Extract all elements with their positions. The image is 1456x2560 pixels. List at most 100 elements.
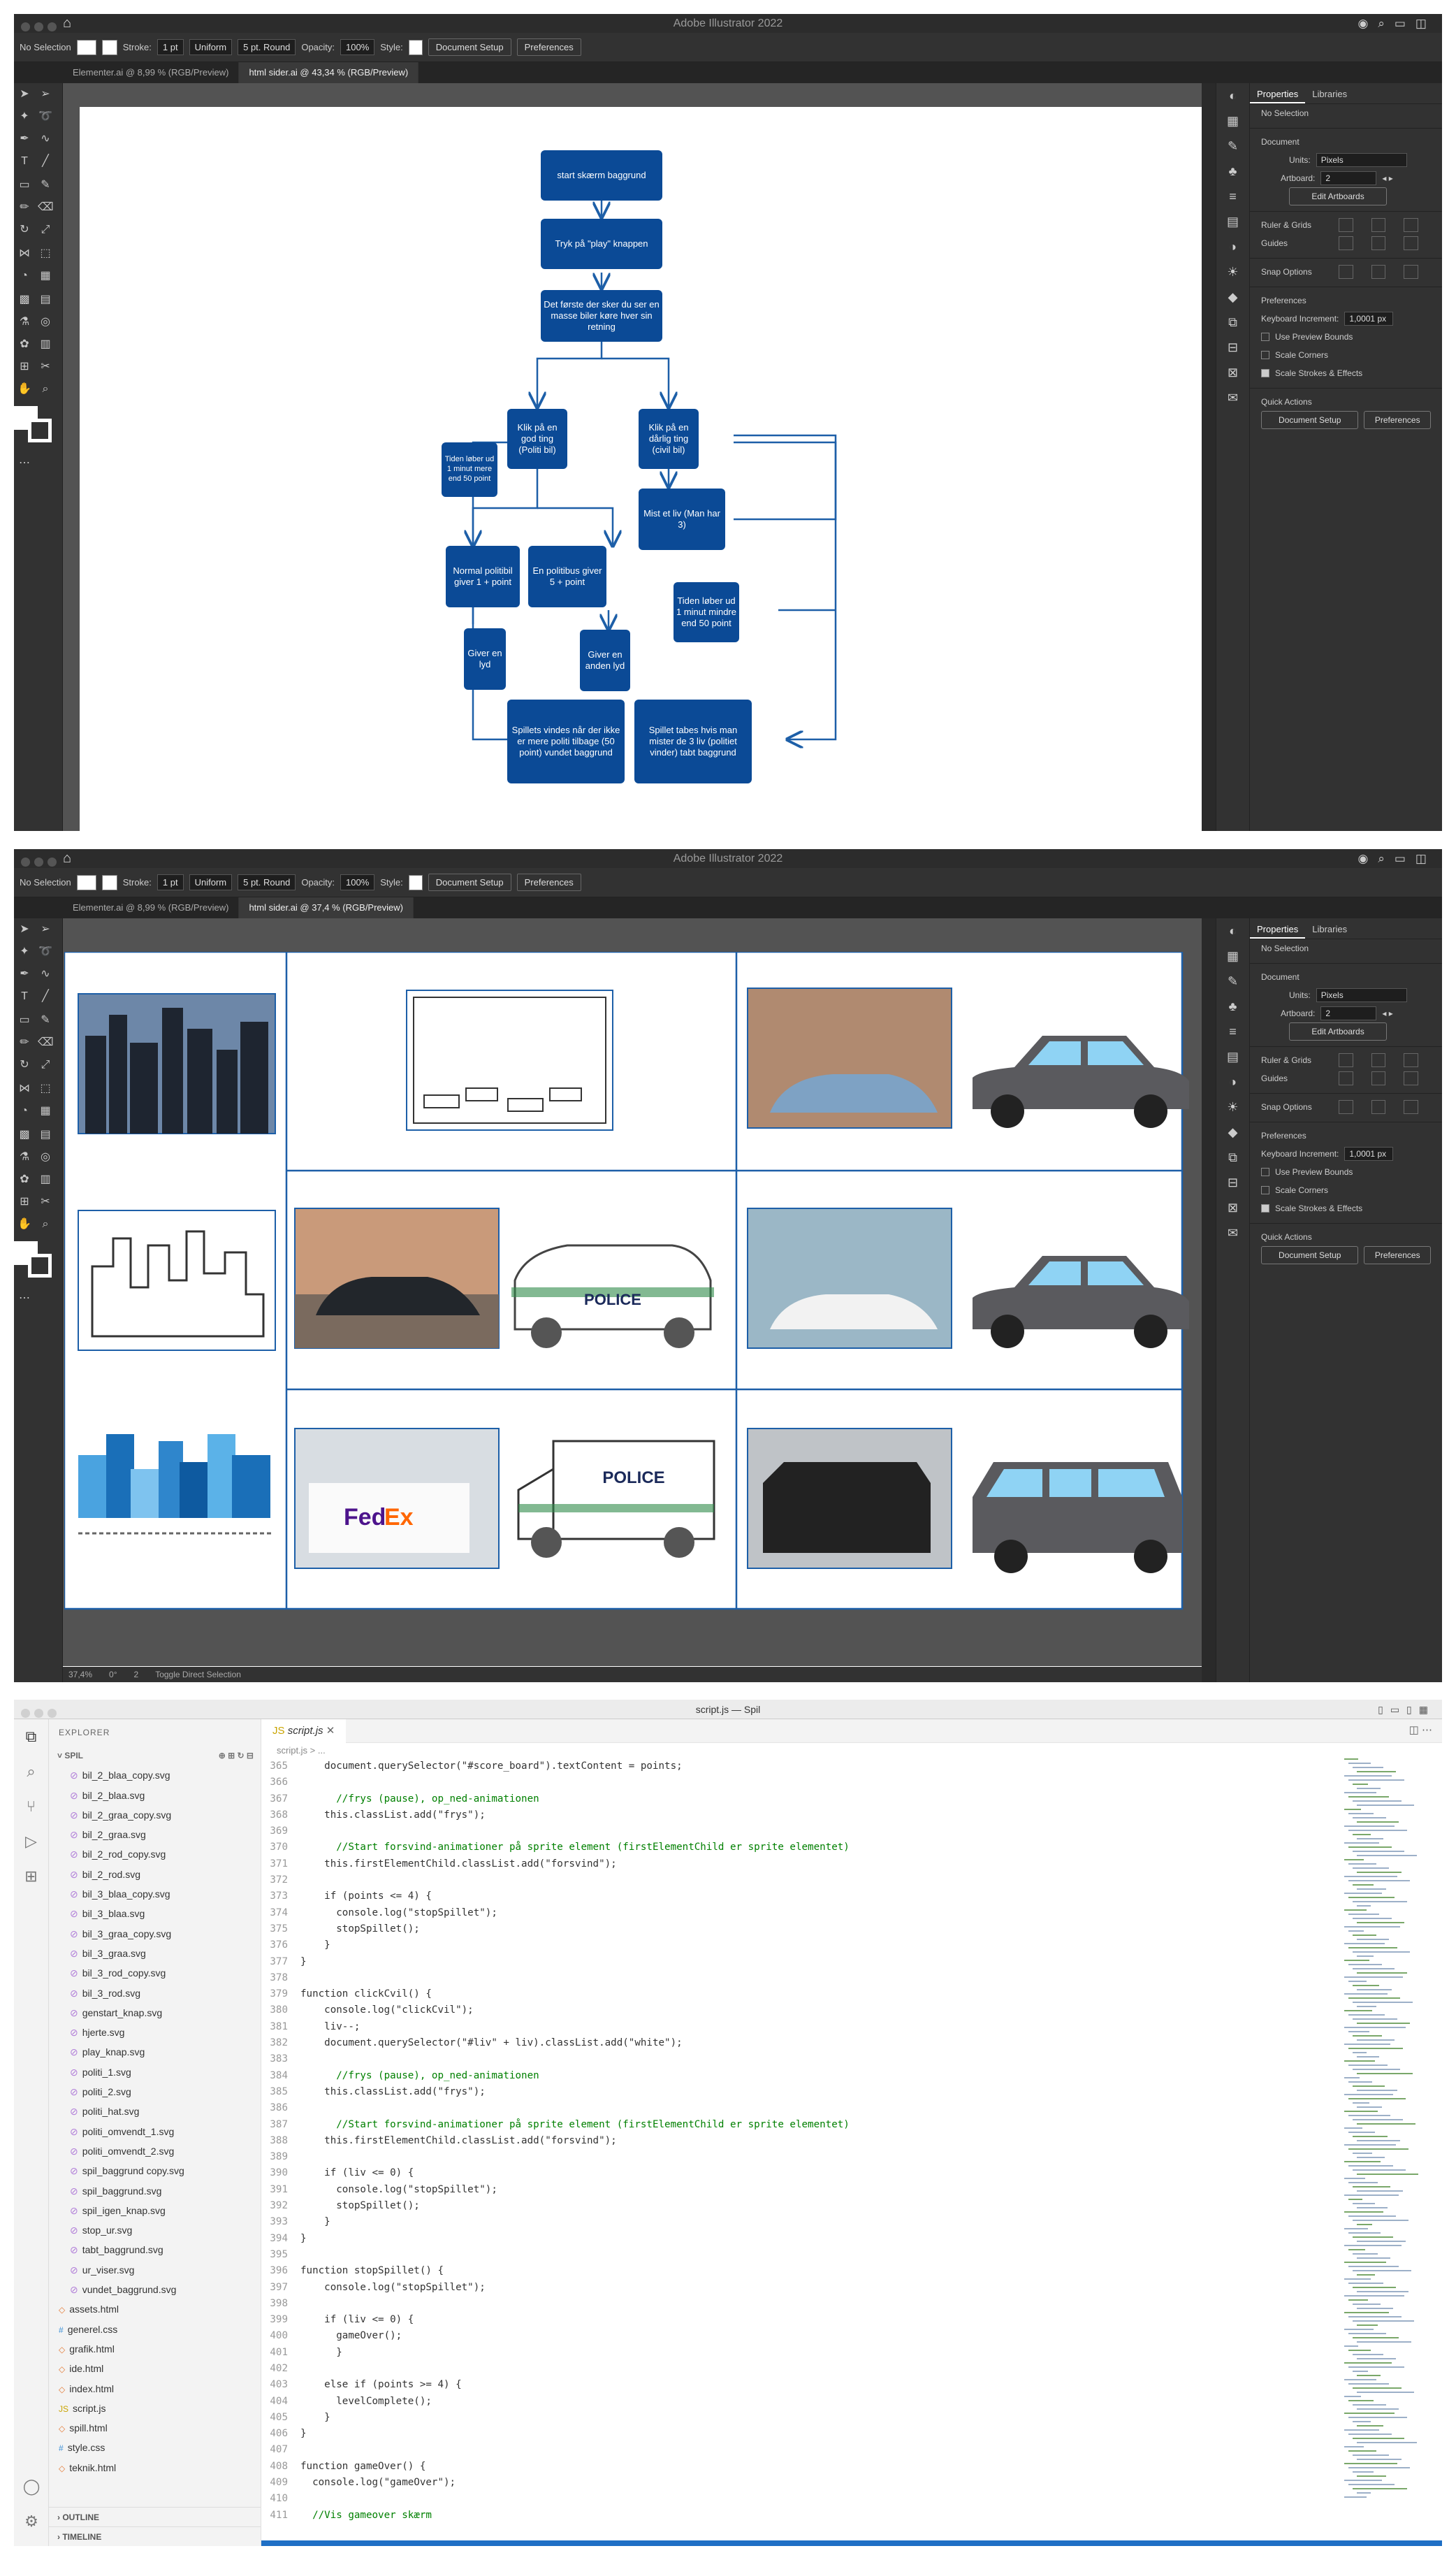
brush-select[interactable]: 5 pt. Round	[238, 874, 296, 890]
edit-artboards-button[interactable]: Edit Artboards	[1289, 1022, 1387, 1041]
code-line[interactable]: 368 this.classList.add("frys");	[261, 1807, 1344, 1823]
guides-lock-icon[interactable]	[1371, 1071, 1386, 1085]
stroke-swatch[interactable]	[101, 39, 117, 55]
scroll-strip[interactable]	[1202, 83, 1216, 831]
preferences-button[interactable]: Preferences	[516, 38, 581, 56]
keyboard-increment-input[interactable]: 1,0001 px	[1344, 312, 1394, 326]
code-line[interactable]: 403 else if (points >= 4) {	[261, 2377, 1344, 2393]
file-item[interactable]: ⊘bil_2_blaa_copy.svg	[49, 1765, 261, 1785]
qa-document-setup-button[interactable]: Document Setup	[1261, 1246, 1359, 1264]
graph-icon[interactable]: ▥	[40, 1173, 51, 1185]
preferences-button[interactable]: Preferences	[516, 874, 581, 891]
document-setup-button[interactable]: Document Setup	[428, 38, 511, 56]
comments-icon[interactable]: ✉	[1227, 1226, 1239, 1240]
code-line[interactable]: 377}	[261, 1954, 1344, 1970]
file-item[interactable]: ⊘bil_2_rod.svg	[49, 1865, 261, 1884]
code-line[interactable]: 398	[261, 2296, 1344, 2312]
explorer-actions-icon[interactable]: ⊕ ⊞ ↻ ⊟	[218, 1751, 254, 1760]
file-item[interactable]: ⊘bil_2_graa_copy.svg	[49, 1805, 261, 1825]
perspective-icon[interactable]: ▦	[40, 270, 51, 282]
breadcrumb[interactable]: script.js > ...	[277, 1745, 326, 1756]
artboard-icon[interactable]: ⊞	[20, 361, 29, 373]
brush-select[interactable]: 5 pt. Round	[238, 39, 296, 55]
gradient-icon[interactable]: ▤	[40, 1129, 51, 1141]
color-icon[interactable]: ◐	[1229, 89, 1237, 103]
mesh-icon[interactable]: ▩	[19, 1129, 30, 1141]
explorer-icon[interactable]: ⧉	[25, 1728, 37, 1745]
code-line[interactable]: 383	[261, 2051, 1344, 2067]
swatches-icon[interactable]: ▦	[1226, 114, 1239, 128]
file-item[interactable]: ⊘bil_3_graa.svg	[49, 1944, 261, 1963]
rectangle-icon[interactable]: ▭	[19, 1014, 30, 1026]
free-transform-icon[interactable]: ⬚	[40, 1083, 51, 1094]
pen-icon[interactable]: ✒	[20, 133, 29, 145]
links-icon[interactable]: ⧉	[1228, 1150, 1237, 1164]
code-line[interactable]: 401 }	[261, 2345, 1344, 2361]
source-control-icon[interactable]: ⑂	[26, 1798, 36, 1815]
ruler-icon[interactable]	[1338, 218, 1353, 232]
brush-icon[interactable]: ✎	[41, 179, 50, 191]
pencil-icon[interactable]: ✏	[20, 1036, 29, 1048]
timeline-section[interactable]: › TIMELINE	[49, 2526, 261, 2546]
brushes-icon[interactable]: ✎	[1227, 974, 1239, 988]
eyedropper-icon[interactable]: ⚗	[19, 316, 30, 328]
hand-icon[interactable]: ✋	[17, 1218, 31, 1230]
transparency-icon[interactable]: ◑	[1229, 240, 1237, 254]
symbol-icon[interactable]: ✿	[20, 338, 29, 350]
header-icons[interactable]: ◉⌕▭◫	[1357, 852, 1436, 865]
code-line[interactable]: 374 console.log("stopSpillet");	[261, 1905, 1344, 1921]
tab-libraries[interactable]: Libraries	[1312, 89, 1348, 99]
use-preview-bounds-checkbox[interactable]	[1261, 1168, 1269, 1176]
code-line[interactable]: 409 console.log("gameOver");	[261, 2475, 1344, 2491]
brushes-icon[interactable]: ✎	[1227, 139, 1239, 153]
snap-pixel-icon[interactable]	[1404, 265, 1418, 279]
pixel-grid-icon[interactable]	[1404, 218, 1418, 232]
code-line[interactable]: 411 //Vis gameover skærm	[261, 2508, 1344, 2524]
snap-pixel-icon[interactable]	[1404, 1100, 1418, 1114]
eraser-icon[interactable]: ⌫	[38, 201, 54, 213]
file-item[interactable]: ⊘spil_igen_knap.svg	[49, 2201, 261, 2220]
search-icon[interactable]: ⌕	[27, 1763, 36, 1780]
edit-artboards-button[interactable]: Edit Artboards	[1289, 187, 1387, 205]
guides-show-icon[interactable]	[1338, 1071, 1353, 1085]
code-line[interactable]: 381 liv--;	[261, 2019, 1344, 2035]
line-icon[interactable]: ╱	[42, 155, 49, 167]
window-controls[interactable]	[21, 854, 61, 873]
code-line[interactable]: 392 stopSpillet();	[261, 2198, 1344, 2214]
rotate-value[interactable]: 0°	[109, 1670, 117, 1679]
code-line[interactable]: 384 //frys (pause), op_ned-animationen	[261, 2068, 1344, 2084]
file-item[interactable]: ⊘politi_2.svg	[49, 2082, 261, 2102]
code-line[interactable]: 375 stopSpillet();	[261, 1921, 1344, 1937]
artboard-select[interactable]: 2	[1320, 171, 1377, 185]
code-line[interactable]: 376 }	[261, 1937, 1344, 1953]
style-swatch[interactable]	[408, 39, 423, 55]
file-item[interactable]: ⊘genstart_knap.svg	[49, 2003, 261, 2023]
tab-html-sider[interactable]: html sider.ai @ 43,34 % (RGB/Preview)	[239, 62, 419, 83]
file-item[interactable]: ⊘hjerte.svg	[49, 2023, 261, 2042]
selection-tool-icon[interactable]: ➤	[20, 923, 29, 935]
tab-properties[interactable]: Properties	[1250, 83, 1306, 103]
zoom-icon[interactable]: ⌕	[42, 383, 49, 395]
code-line[interactable]: 394}	[261, 2231, 1344, 2247]
file-item[interactable]: ◇spill.html	[49, 2418, 261, 2438]
code-line[interactable]: 407	[261, 2442, 1344, 2458]
line-icon[interactable]: ╱	[42, 990, 49, 1002]
curvature-icon[interactable]: ∿	[41, 968, 50, 980]
magic-wand-icon[interactable]: ✦	[20, 110, 29, 122]
type-icon[interactable]: T	[21, 990, 28, 1002]
file-item[interactable]: ⊘bil_3_blaa_copy.svg	[49, 1884, 261, 1904]
file-item[interactable]: ◇index.html	[49, 2379, 261, 2399]
curvature-icon[interactable]: ∿	[41, 133, 50, 145]
symbols-icon[interactable]: ♣	[1228, 999, 1237, 1013]
scroll-strip[interactable]	[1202, 918, 1216, 1682]
guides-lock-icon[interactable]	[1371, 236, 1386, 250]
code-line[interactable]: 386	[261, 2100, 1344, 2116]
tab-html-sider[interactable]: html sider.ai @ 37,4 % (RGB/Preview)	[239, 897, 414, 918]
symbol-icon[interactable]: ✿	[20, 1173, 29, 1185]
type-icon[interactable]: T	[21, 155, 28, 167]
fill-stroke-widget[interactable]	[14, 406, 62, 448]
code-line[interactable]: 378	[261, 1970, 1344, 1986]
units-select[interactable]: Pixels	[1316, 988, 1407, 1002]
lasso-icon[interactable]: ➰	[38, 946, 52, 957]
